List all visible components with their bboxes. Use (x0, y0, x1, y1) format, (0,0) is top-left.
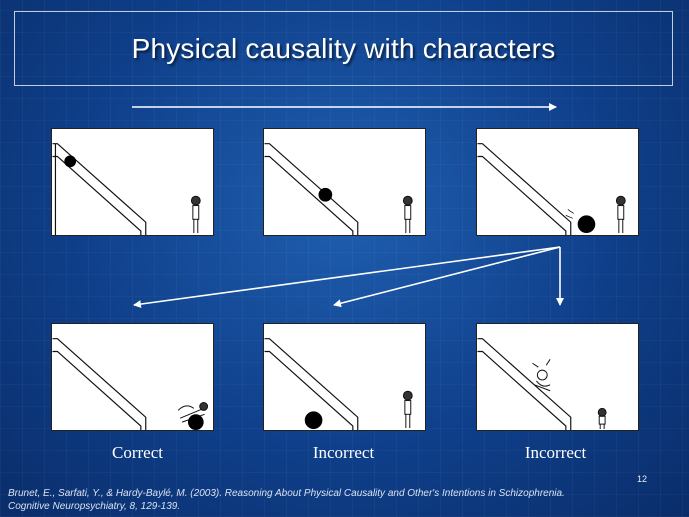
page-number: 12 (636, 474, 647, 484)
citation: Brunet, E., Sarfati, Y., & Hardy-Baylé, … (8, 487, 678, 513)
standing-girl (615, 195, 626, 234)
title-box: Physical causality with characters (14, 11, 673, 86)
slide-title: Physical causality with characters (131, 32, 556, 64)
option-panel-correct[interactable] (51, 323, 214, 431)
ball (187, 414, 204, 430)
branch-arrow-correct (133, 246, 561, 309)
standing-girl (190, 195, 201, 234)
option-label-correct: Correct (112, 443, 163, 462)
option-label-incorrect-2: Incorrect (524, 443, 587, 462)
ball (318, 187, 333, 202)
sequence-panel-2 (263, 128, 426, 236)
ball (304, 411, 323, 430)
small-girl (597, 407, 607, 430)
standing-girl (402, 390, 413, 429)
sequence-panel-1 (51, 128, 214, 236)
ball (64, 155, 77, 168)
option-panel-incorrect-1[interactable] (263, 323, 426, 431)
standing-girl (402, 195, 413, 234)
option-label-incorrect-1: Incorrect (312, 443, 375, 462)
sliding-character (532, 359, 551, 392)
ball (577, 215, 596, 234)
sequence-panel-3 (476, 128, 639, 236)
citation-line-1: Brunet, E., Sarfati, Y., & Hardy-Baylé, … (8, 488, 565, 499)
citation-line-2: Cognitive Neuropsychiatry, 8, 129-139. (8, 501, 181, 512)
branch-arrow-incorrect-1 (333, 246, 561, 308)
option-panel-incorrect-2[interactable] (476, 323, 639, 431)
